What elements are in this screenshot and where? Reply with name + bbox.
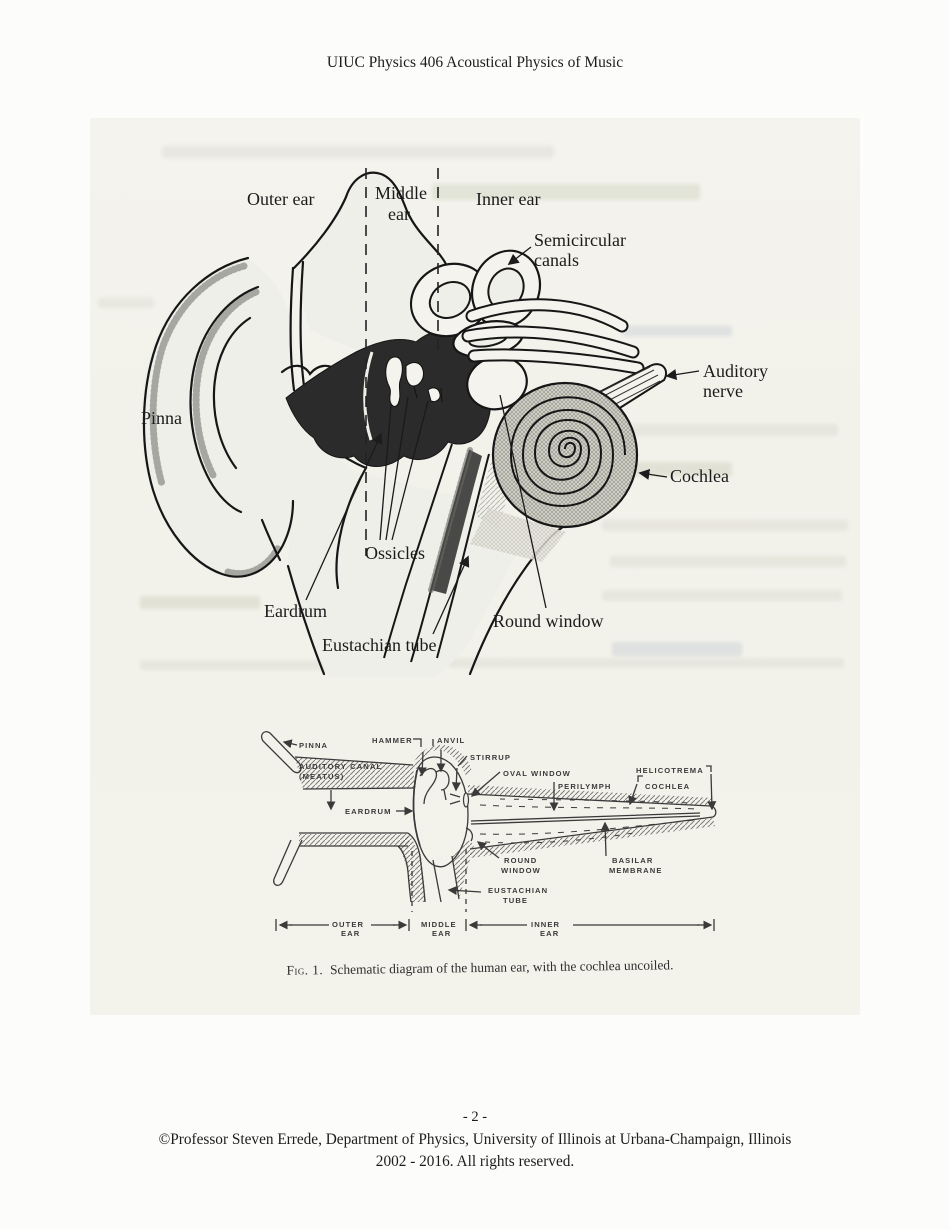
schematic-cochlea-wedge — [467, 785, 717, 858]
schematic-stirrup — [449, 793, 461, 805]
label-s-round-2: WINDOW — [501, 866, 541, 875]
schematic-round-window — [465, 827, 473, 842]
leader-ossicle-1 — [379, 404, 392, 541]
footer-copyright: ©Professor Steven Errede, Department of … — [158, 1131, 792, 1148]
label-s-meatus: (MEATUS) — [299, 772, 344, 781]
label-s-middle-1: MIDDLE — [421, 920, 457, 929]
schematic-dimension-row — [275, 849, 715, 931]
label-auditory-1: Auditory — [703, 361, 768, 381]
cochlea — [491, 381, 639, 529]
label-s-helicotrema: HELICOTREMA — [636, 766, 704, 775]
schematic-anvil — [435, 769, 450, 801]
anatomy-labels: Outer ear Middle ear Inner ear Semicircu… — [141, 183, 768, 655]
label-pinna: Pinna — [141, 408, 182, 428]
schematic-pinna — [260, 731, 303, 886]
bleedthrough-mark — [98, 298, 154, 308]
label-s-inner-1: INNER — [531, 920, 560, 929]
leader-ossicle-3 — [391, 400, 429, 541]
label-s-eustachian-2: TUBE — [503, 896, 528, 905]
perilymph-dashes — [479, 798, 701, 844]
label-s-basilar-1: BASILAR — [612, 856, 653, 865]
bleedthrough-mark — [162, 146, 554, 158]
footer-rights: 2002 - 2016. All rights reserved. — [375, 1153, 575, 1170]
label-s-basilar-2: MEMBRANE — [609, 866, 663, 875]
label-middle-ear-1: Middle — [375, 183, 427, 203]
schematic-canal — [294, 756, 416, 847]
label-middle-ear-2: ear — [388, 204, 410, 224]
page-number: - 2 - — [462, 1109, 488, 1125]
label-cochlea: Cochlea — [670, 466, 729, 486]
leader-semicircular — [507, 246, 532, 266]
bleedthrough-mark — [602, 590, 842, 601]
bleedthrough-mark — [622, 326, 732, 336]
label-eardrum: Eardrum — [264, 601, 327, 621]
nerve-ribbons — [461, 298, 645, 375]
bleedthrough-mark — [612, 642, 742, 656]
label-ossicles: Ossicles — [365, 543, 425, 563]
label-inner-ear: Inner ear — [476, 189, 540, 209]
page-header: UIUC Physics 406 Acoustical Physics of M… — [326, 54, 624, 71]
label-s-oval-window: OVAL WINDOW — [503, 769, 571, 778]
leader-eustachian — [432, 555, 470, 635]
label-semicircular-2: canals — [534, 250, 579, 270]
schematic-canal-end — [397, 832, 426, 903]
ear-canal-cavity — [285, 329, 491, 467]
schematic-leaders — [282, 738, 717, 896]
leader-lines — [305, 246, 700, 635]
schematic-eustachian-tube — [432, 840, 474, 903]
bleedthrough-mark — [610, 424, 838, 436]
label-s-auditory-canal: AUDITORY CANAL — [299, 762, 382, 771]
leader-eardrum — [305, 432, 383, 601]
label-semicircular-1: Semicircular — [534, 230, 626, 250]
schematic-oval-window — [462, 792, 470, 808]
incus-bone — [405, 362, 424, 399]
label-s-anvil: ANVIL — [437, 736, 465, 745]
label-s-inner-2: EAR — [540, 929, 559, 938]
schematic-hammer — [419, 767, 438, 805]
cochlea-spiral — [509, 396, 626, 507]
ossicles-bones — [385, 356, 443, 407]
bleedthrough-mark — [602, 520, 848, 531]
schematic-labels: PINNA AUDITORY CANAL (MEATUS) HAMMER ANV… — [299, 736, 704, 938]
bleedthrough-mark — [448, 658, 844, 668]
label-s-cochlea: COCHLEA — [645, 782, 690, 791]
schematic-middle-ear — [412, 744, 473, 868]
region-boundary-lines — [365, 168, 439, 556]
label-s-round-1: ROUND — [504, 856, 537, 865]
stapes-bone — [427, 387, 443, 403]
leader-round-window — [499, 394, 547, 609]
figure-anatomy: Outer ear Middle ear Inner ear Semicircu… — [141, 168, 768, 678]
label-round-window: Round window — [493, 611, 604, 631]
label-s-perilymph: PERILYMPH — [558, 782, 612, 791]
label-s-pinna: PINNA — [299, 741, 328, 750]
label-eustachian-tube: Eustachian tube — [322, 635, 436, 655]
label-s-eustachian-1: EUSTACHIAN — [488, 886, 548, 895]
caption-fig-label: Fig. 1. — [286, 962, 324, 978]
tissue-silhouette — [141, 173, 520, 678]
schematic-eardrum — [412, 769, 421, 847]
leader-cochlea — [638, 468, 668, 480]
malleus-bone — [385, 356, 403, 407]
label-s-eardrum: EARDRUM — [345, 807, 392, 816]
label-s-middle-2: EAR — [432, 929, 451, 938]
bleedthrough-mark — [140, 596, 260, 609]
figure-schematic: PINNA AUDITORY CANAL (MEATUS) HAMMER ANV… — [260, 731, 717, 938]
bleedthrough-mark — [140, 660, 422, 670]
bleedthrough-mark — [610, 556, 846, 567]
shaded-wedge — [470, 508, 566, 562]
leader-auditory-nerve — [665, 369, 700, 381]
eardrum-membrane — [363, 351, 374, 441]
leader-ossicle-2 — [385, 396, 409, 541]
label-s-stirrup: STIRRUP — [470, 753, 511, 762]
bleedthrough-mark — [432, 184, 700, 200]
label-auditory-2: nerve — [703, 381, 743, 401]
schematic-basilar-membrane — [470, 812, 701, 825]
label-s-outer-2: EAR — [341, 929, 360, 938]
label-s-hammer: HAMMER — [372, 736, 413, 745]
label-outer-ear: Outer ear — [247, 189, 314, 209]
label-s-outer-1: OUTER — [332, 920, 364, 929]
